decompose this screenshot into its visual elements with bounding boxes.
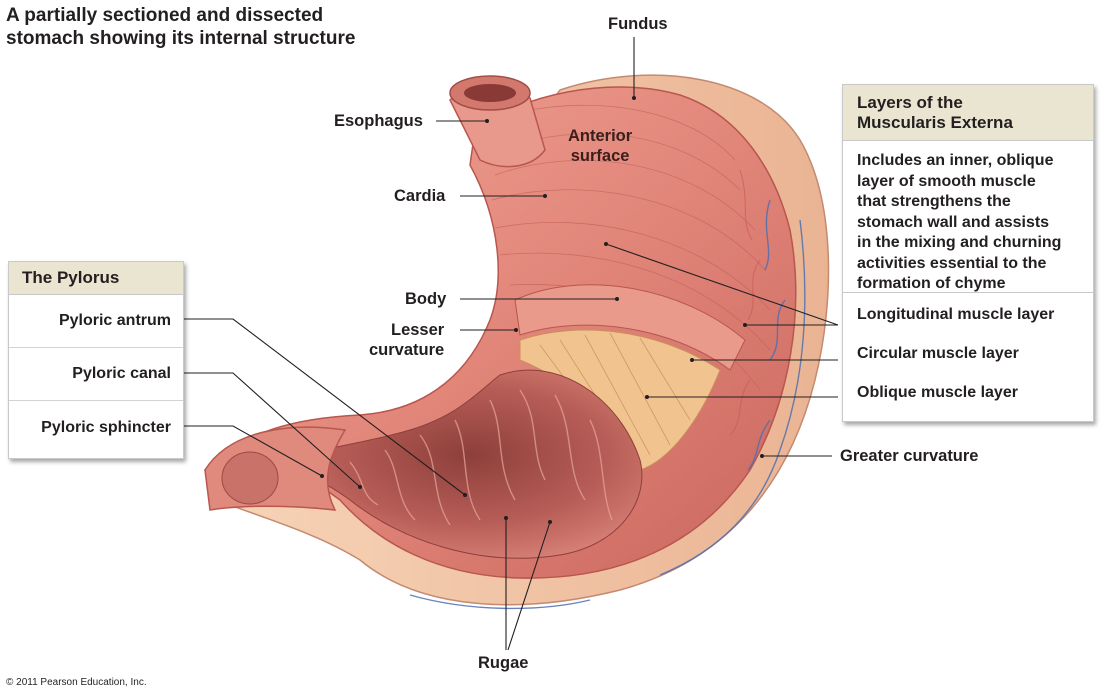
- figure-caption: A partially sectioned and dissected stom…: [6, 5, 356, 49]
- layer-longitudinal: Longitudinal muscle layer: [857, 305, 1055, 323]
- muscularis-box-description: Includes an inner, oblique layer of smoo…: [843, 141, 1093, 293]
- circular-muscle-band: [514, 284, 746, 371]
- pylorus-box: The Pylorus Pyloric antrum Pyloric canal…: [8, 261, 184, 459]
- pylorus-box-title: The Pylorus: [9, 262, 183, 295]
- copyright-notice: © 2011 Pearson Education, Inc.: [6, 677, 147, 688]
- label-lesser-curvature: Lesser curvature: [369, 321, 445, 359]
- label-cardia: Cardia: [394, 187, 446, 205]
- label-fundus: Fundus: [608, 15, 668, 33]
- label-rugae: Rugae: [478, 654, 529, 672]
- layer-circular: Circular muscle layer: [857, 344, 1019, 362]
- stomach-interior: [259, 369, 643, 559]
- pylorus-item-antrum: Pyloric antrum: [9, 295, 183, 348]
- blood-vessels: [409, 199, 806, 610]
- label-greater-curvature: Greater curvature: [840, 447, 979, 465]
- layer-oblique: Oblique muscle layer: [857, 383, 1018, 401]
- pylorus-item-canal: Pyloric canal: [9, 348, 183, 401]
- leader-lines: [183, 37, 839, 651]
- muscularis-box: Layers of the Muscularis Externa Include…: [842, 84, 1094, 422]
- pylorus-item-sphincter: Pyloric sphincter: [41, 419, 171, 436]
- label-esophagus: Esophagus: [334, 112, 423, 130]
- rugae-folds: [349, 389, 613, 526]
- muscularis-box-title: Layers of the Muscularis Externa: [843, 85, 1093, 141]
- label-body: Body: [405, 290, 447, 308]
- label-anterior-surface: Anterior surface: [568, 127, 633, 165]
